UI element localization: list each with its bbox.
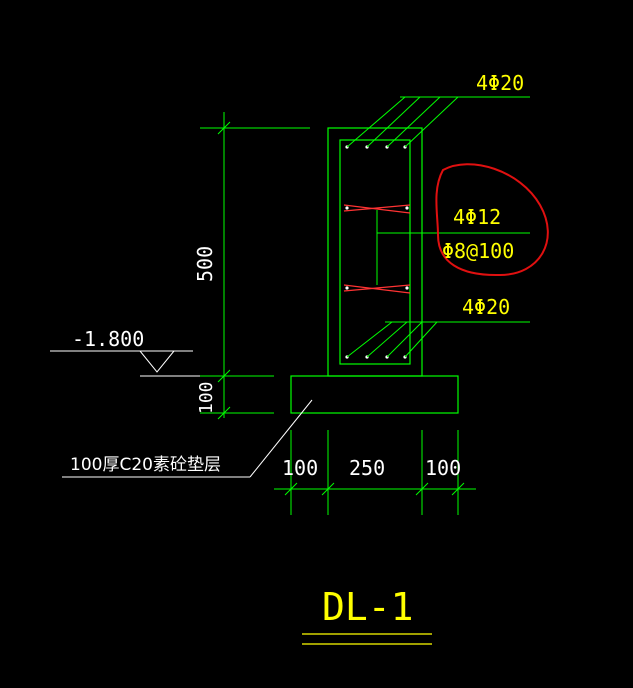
dim-height-label: 500 [193,246,217,282]
rebar-top-label: 4Φ20 [476,71,524,95]
tick [217,369,231,383]
vertical-dimension [200,112,310,420]
leader-bottom-rebar [404,321,438,358]
elevation-label: -1.800 [72,327,144,351]
title-underline [302,633,432,645]
rebar-dot [405,206,409,210]
rebar-dot [345,206,349,210]
side-rebar-dots [345,206,409,290]
top-rebar-dots [345,145,407,149]
cushion-note-leader [62,399,313,478]
dim-right-label: 100 [425,456,461,480]
leader-bottom-rebar [346,321,393,358]
leader-bottom-rebar [366,321,408,358]
tie-bar-lower [343,284,411,294]
leader-bottom-rebar [386,321,423,358]
leader-top-rebar [346,96,406,148]
dim-cushion-label: 100 [196,381,217,414]
cushion-leader-diagonal [249,399,313,478]
tie-bar-lower [343,284,411,292]
stirrup-outline [339,139,411,365]
elevation-triangle [139,350,175,373]
tie-bar-upper [343,204,411,214]
tick [451,482,465,496]
elevation-mark [50,350,200,377]
beam-section [327,127,423,377]
leader-top-rebar [366,96,421,148]
rebar-side-label: 4Φ12 [453,205,501,229]
rebar-dot [405,286,409,290]
beam-outline [327,127,423,377]
leader-lines [346,96,530,358]
tick [284,482,298,496]
drawing-title: DL-1 [322,585,414,629]
rebar-bottom-label: 4Φ20 [462,295,510,319]
leader-top-rebar [404,96,459,148]
bottom-rebar-dots [345,355,407,359]
tick [217,406,231,420]
tick [217,121,231,135]
cushion-layer-outline [290,375,459,414]
cushion-note-label: 100厚C20素砼垫层 [70,455,221,475]
side-rebar [343,204,411,294]
tick [321,482,335,496]
dim-width-label: 250 [349,456,385,480]
stirrup-label: Φ8@100 [442,239,514,263]
leader-top-rebar [386,96,441,148]
markup-cloud [435,163,549,277]
rebar-dot [345,286,349,290]
tie-bar-upper [343,204,411,212]
dim-left-label: 100 [282,456,318,480]
horizontal-dimension [274,430,476,515]
tick [415,482,429,496]
